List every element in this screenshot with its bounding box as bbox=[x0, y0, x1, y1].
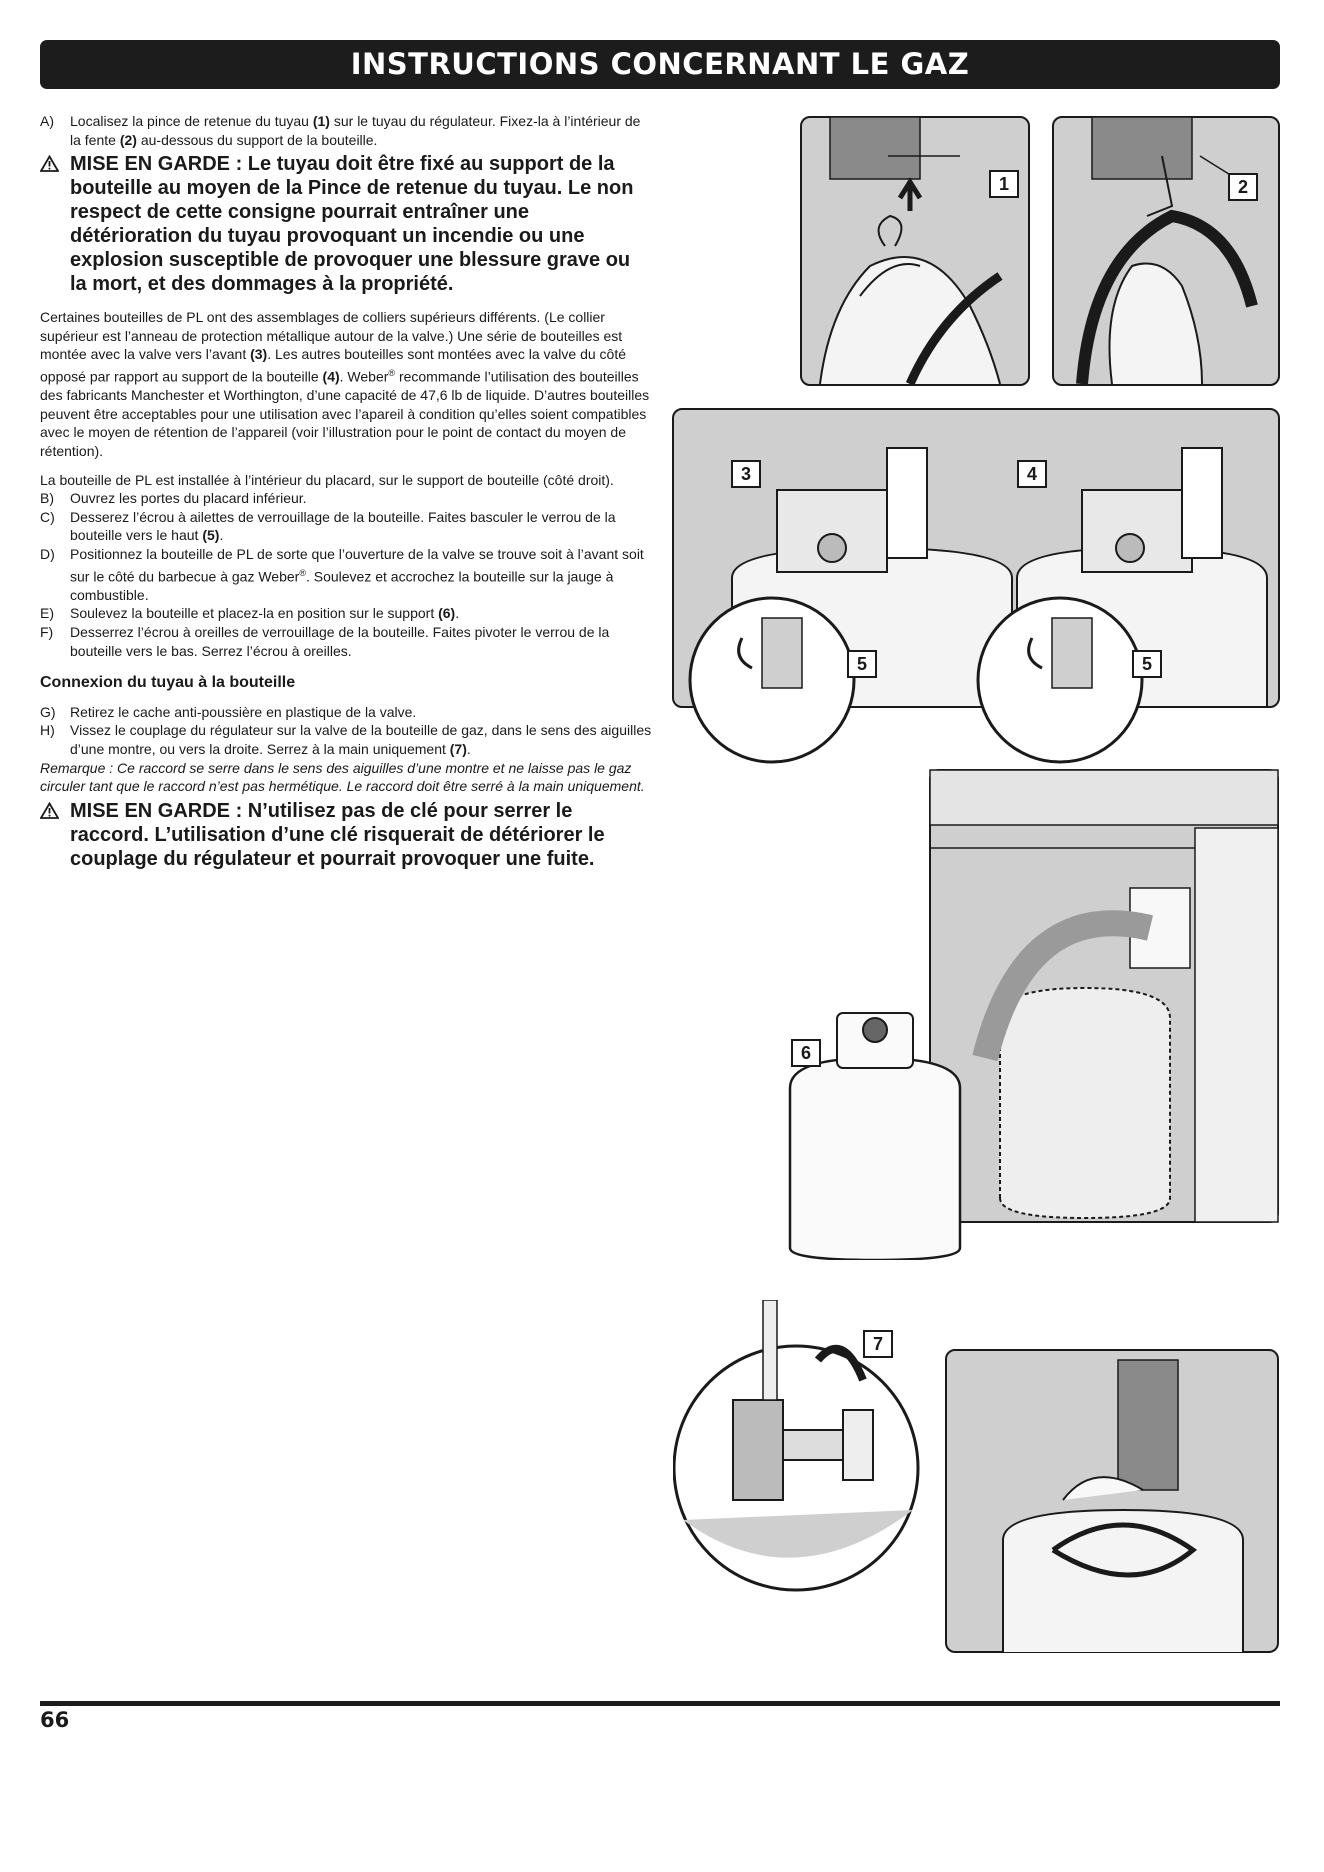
warning-block: MISE EN GARDE : N’utilisez pas de clé po… bbox=[40, 799, 652, 871]
instructions-column: A) Localisez la pince de retenue du tuya… bbox=[40, 112, 652, 883]
callout-2: 2 bbox=[1228, 173, 1258, 201]
warning-triangle-icon bbox=[40, 152, 70, 296]
step-h: H) Vissez le couplage du régulateur sur … bbox=[40, 721, 652, 758]
step-g: G) Retirez le cache anti-poussière en pl… bbox=[40, 703, 652, 722]
warning-triangle-icon bbox=[40, 799, 70, 871]
step-letter: D) bbox=[40, 545, 55, 562]
page-title: INSTRUCTIONS CONCERNANT LE GAZ bbox=[40, 40, 1280, 89]
step-letter: A) bbox=[40, 113, 54, 129]
step-text: Ouvrez les portes du placard inférieur. bbox=[70, 490, 307, 507]
step-text: Retirez le cache anti-poussière en plast… bbox=[70, 703, 417, 720]
step-letter: H) bbox=[40, 722, 55, 739]
step-text: Desserrez l’écrou à oreilles de verrouil… bbox=[70, 624, 610, 659]
step-letter: B) bbox=[40, 490, 54, 507]
callout-1: 1 bbox=[989, 170, 1019, 198]
warning-text: MISE EN GARDE : N’utilisez pas de clé po… bbox=[70, 799, 605, 870]
callout-5-left: 5 bbox=[847, 650, 877, 678]
callout-4: 4 bbox=[1017, 460, 1047, 488]
step-text: Localisez la pince de retenue du tuyau (… bbox=[70, 113, 641, 148]
page-number: 66 bbox=[40, 1708, 70, 1732]
footer-rule bbox=[40, 1701, 1280, 1706]
callout-6: 6 bbox=[791, 1039, 821, 1067]
step-text: Vissez le couplage du régulateur sur la … bbox=[70, 722, 652, 757]
callout-5-right: 5 bbox=[1132, 650, 1162, 678]
illustration-tank-collars bbox=[672, 408, 1280, 764]
callout-7: 7 bbox=[863, 1330, 893, 1358]
step-b: B) Ouvrez les portes du placard inférieu… bbox=[40, 489, 652, 508]
step-a: A) Localisez la pince de retenue du tuya… bbox=[40, 112, 652, 149]
step-letter: E) bbox=[40, 605, 54, 622]
illustration-tank-placement bbox=[788, 769, 1279, 1260]
tank-location-paragraph: La bouteille de PL est installée à l’int… bbox=[40, 471, 614, 488]
illustration-regulator-coupling bbox=[673, 1300, 1279, 1653]
note-remark: Remarque : Ce raccord se serre dans le s… bbox=[40, 759, 645, 795]
step-letter: G) bbox=[40, 703, 56, 720]
step-text: Soulevez la bouteille et placez-la en po… bbox=[70, 605, 460, 622]
section-subheading: Connexion du tuyau à la bouteille bbox=[40, 674, 296, 692]
illustration-hose-clip bbox=[800, 116, 1030, 386]
step-e: E) Soulevez la bouteille et placez-la en… bbox=[40, 604, 652, 623]
tank-collar-paragraph: Certaines bouteilles de PL ont des assem… bbox=[40, 309, 650, 459]
step-letter: F) bbox=[40, 624, 54, 640]
step-letter: C) bbox=[40, 508, 55, 525]
step-text: Positionnez la bouteille de PL de sorte … bbox=[70, 545, 644, 603]
step-d: D) Positionnez la bouteille de PL de sor… bbox=[40, 545, 652, 604]
illustration-clip-slot bbox=[1052, 116, 1280, 386]
step-f: F) Desserrez l’écrou à oreilles de verro… bbox=[40, 623, 652, 660]
step-text: Desserez l’écrou à ailettes de verrouill… bbox=[70, 508, 616, 544]
warning-text: MISE EN GARDE : Le tuyau doit être fixé … bbox=[70, 153, 634, 296]
step-c: C) Desserez l’écrou à ailettes de verrou… bbox=[40, 508, 652, 545]
warning-block: MISE EN GARDE : Le tuyau doit être fixé … bbox=[40, 152, 652, 296]
callout-3: 3 bbox=[731, 460, 761, 488]
